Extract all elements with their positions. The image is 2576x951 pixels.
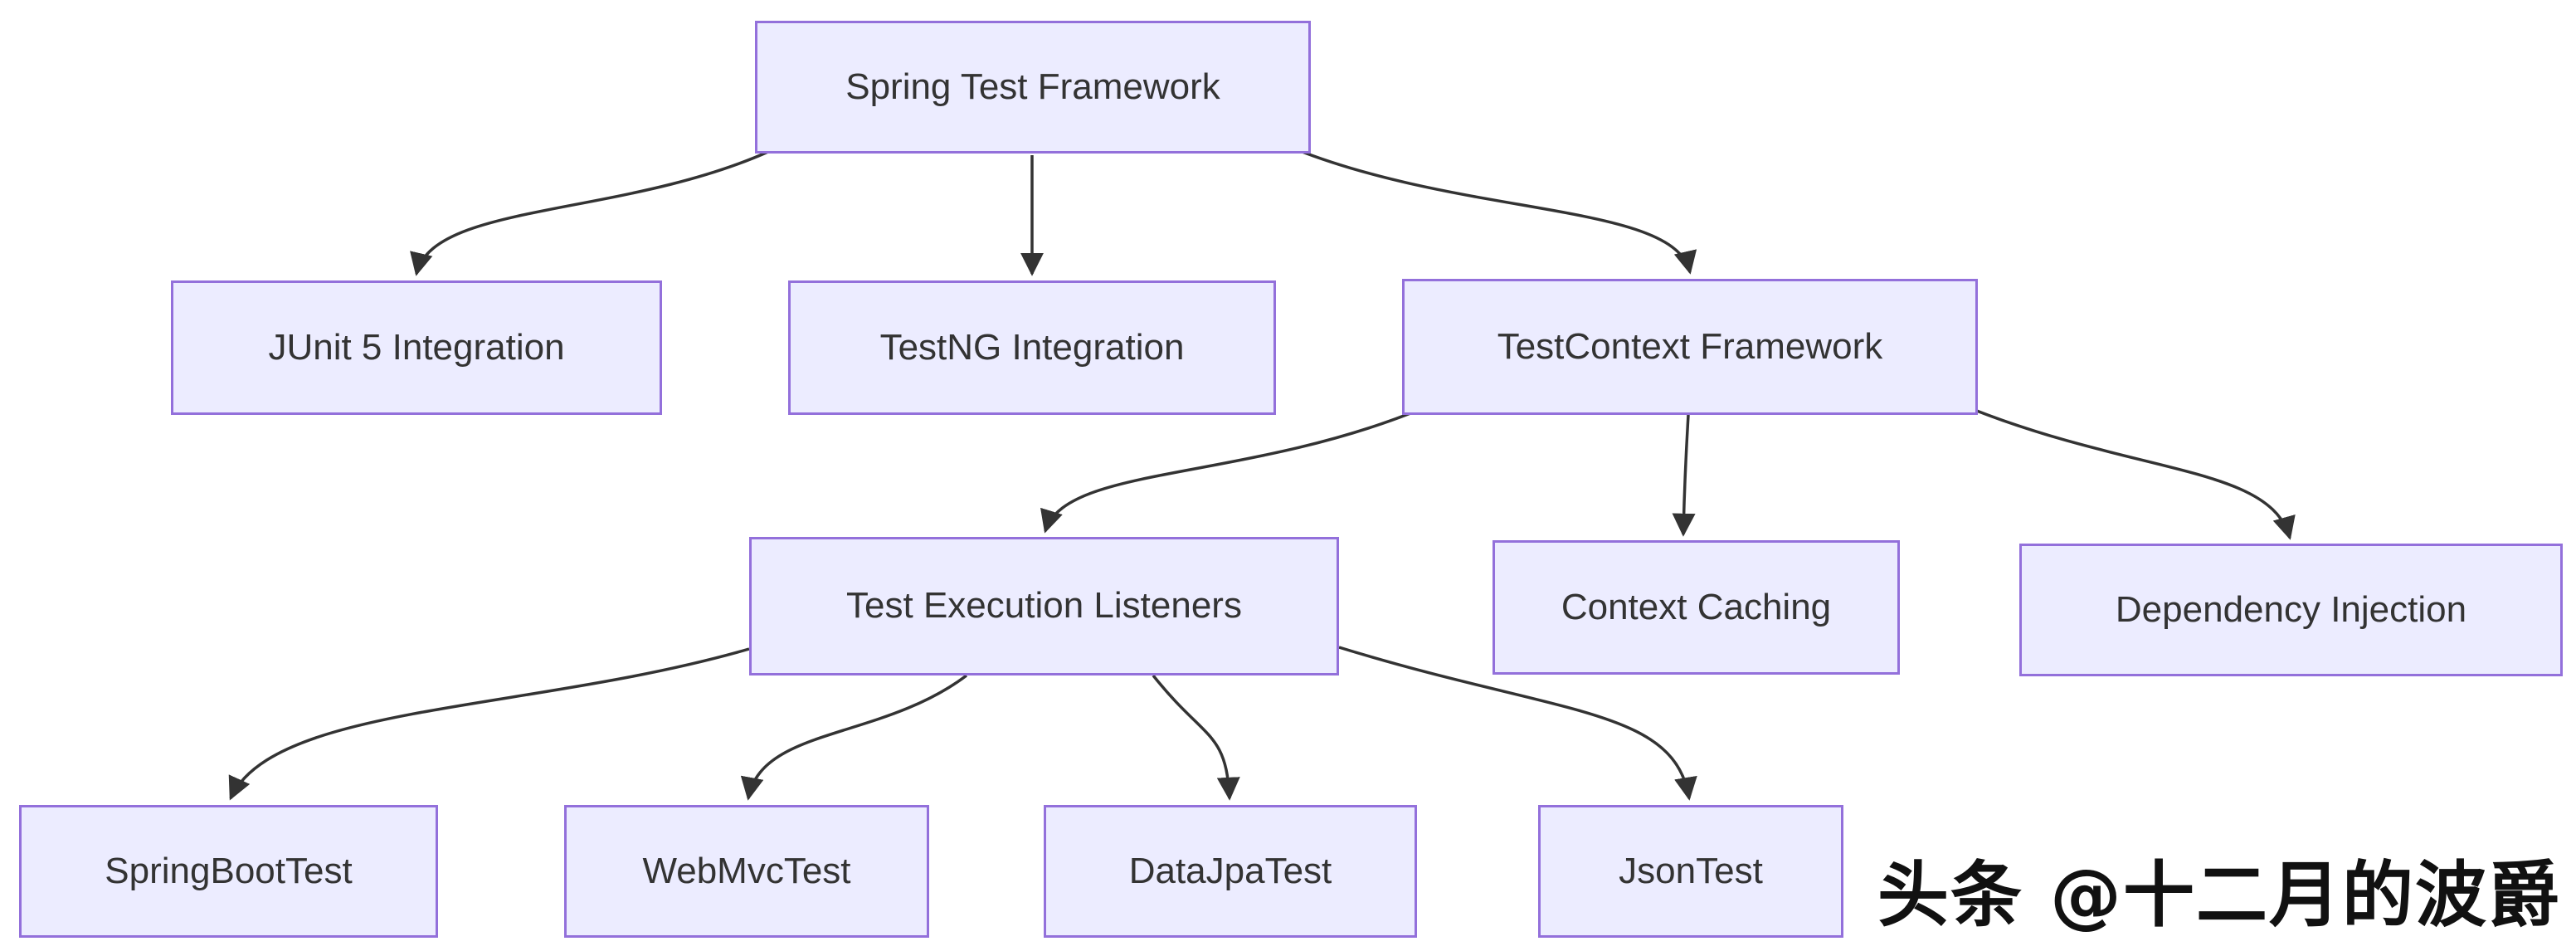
node-label: Spring Test Framework [845,66,1220,107]
edge-testcontext-framework-to-dependency-injection [1974,408,2296,540]
node-label: JsonTest [1619,850,1763,891]
edge-spring-test-framework-to-junit-5-integration [410,149,771,276]
node-label: Context Caching [1561,586,1832,627]
edge-testcontext-framework-to-test-execution-listeners [1040,412,1411,534]
node-junit-5-integration: JUnit 5 Integration [171,280,662,415]
edge-testcontext-framework-to-context-caching [1672,414,1696,537]
edge-spring-test-framework-to-testcontext-framework [1295,148,1697,275]
watermark: 头条 @十二月的波爵 [1877,854,2561,937]
edge-test-execution-listeners-to-jsontest [1338,646,1697,801]
node-label: WebMvcTest [642,850,851,891]
node-label: Dependency Injection [2115,588,2467,630]
node-jsontest: JsonTest [1538,805,1843,938]
edge-test-execution-listeners-to-springboottest [228,647,750,801]
node-springboottest: SpringBootTest [19,805,438,938]
node-label: Test Execution Listeners [846,585,1242,627]
node-dependency-injection: Dependency Injection [2019,544,2563,676]
node-datajpatest: DataJpaTest [1044,805,1417,938]
node-label: TestNG Integration [879,326,1185,368]
node-label: SpringBootTest [105,850,353,891]
edge-test-execution-listeners-to-datajpatest [1152,674,1240,801]
node-label: JUnit 5 Integration [268,326,565,368]
node-context-caching: Context Caching [1493,540,1900,675]
edge-test-execution-listeners-to-webmvctest [740,674,968,801]
node-test-execution-listeners: Test Execution Listeners [749,537,1339,675]
node-label: TestContext Framework [1497,325,1883,367]
node-webmvctest: WebMvcTest [564,805,929,938]
node-testcontext-framework: TestContext Framework [1402,279,1978,415]
node-spring-test-framework: Spring Test Framework [755,21,1311,154]
node-label: DataJpaTest [1128,850,1332,891]
node-testng-integration: TestNG Integration [788,280,1276,415]
